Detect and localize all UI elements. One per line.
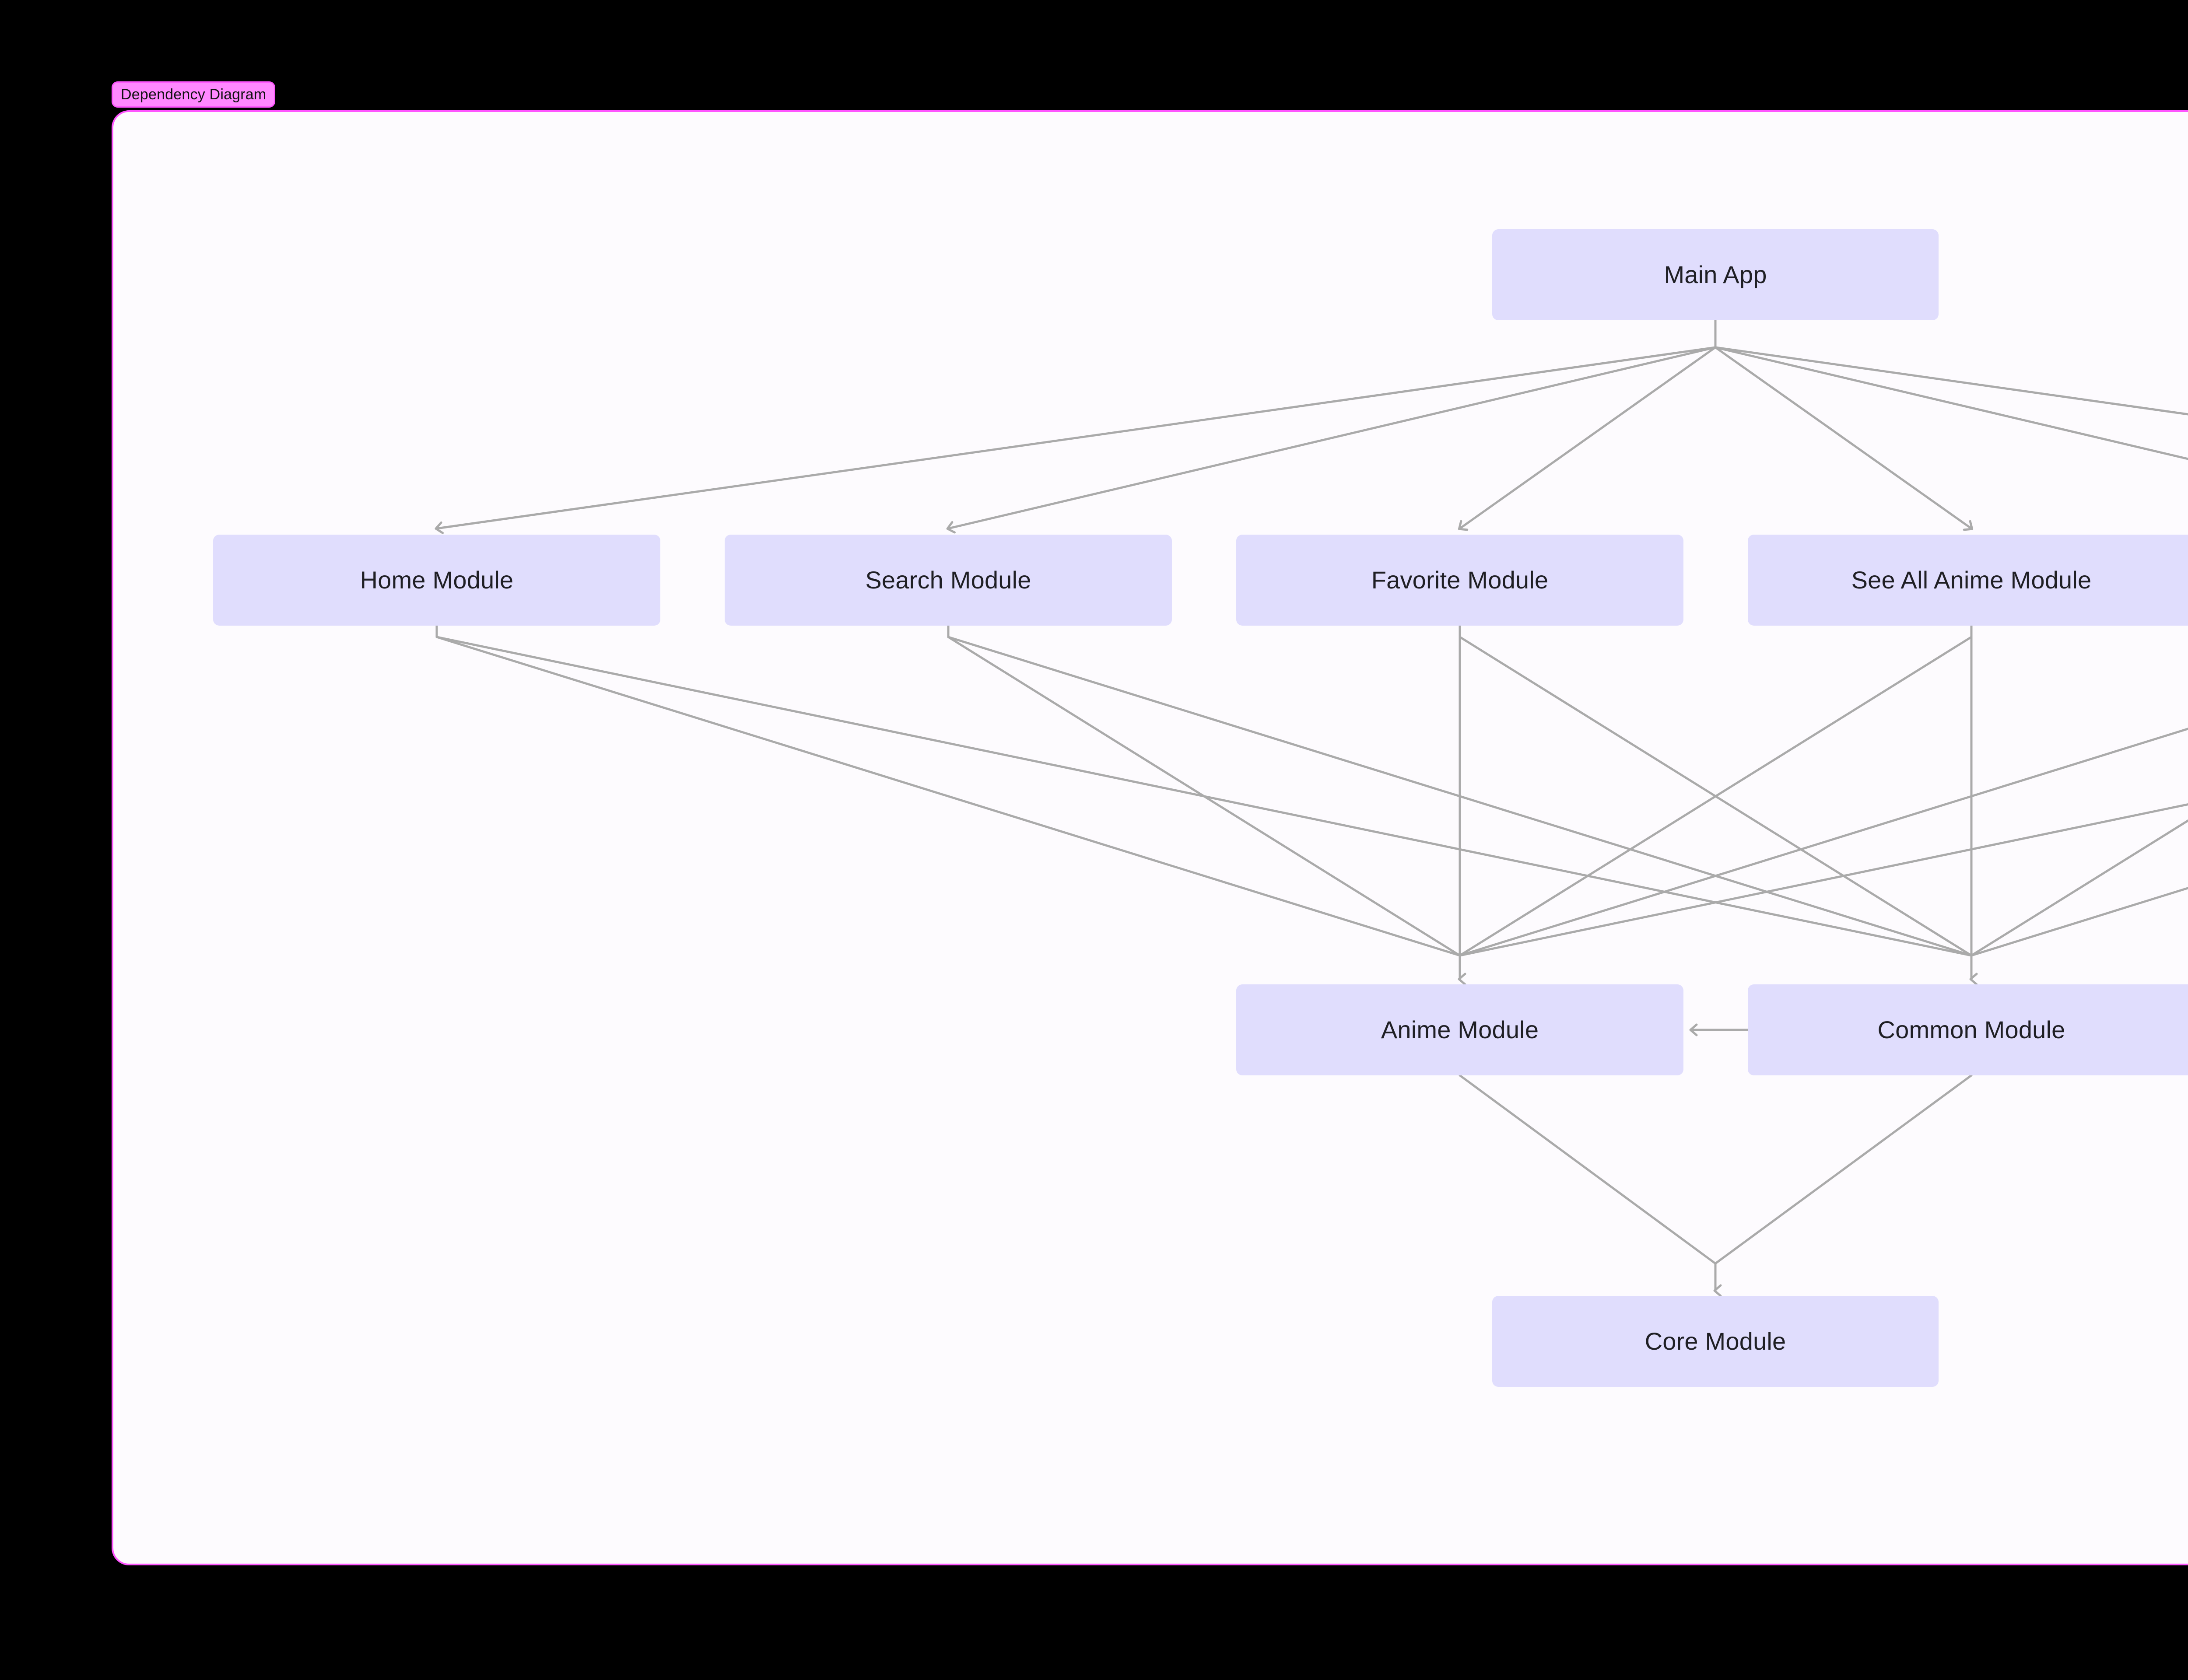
node-label-favorite: Favorite Module (1371, 567, 1549, 594)
node-core[interactable]: Core Module (1492, 1296, 1939, 1387)
diagram-title-badge: Dependency Diagram (112, 81, 275, 108)
node-label-main_app: Main App (1664, 261, 1767, 288)
node-label-see_all_anime: See All Anime Module (1851, 567, 2092, 594)
node-search[interactable]: Search Module (725, 535, 1172, 626)
node-common[interactable]: Common Module (1748, 984, 2188, 1075)
node-label-core: Core Module (1645, 1328, 1786, 1355)
node-main_app[interactable]: Main App (1492, 229, 1939, 320)
node-label-anime: Anime Module (1381, 1016, 1539, 1043)
node-label-common: Common Module (1878, 1016, 2065, 1043)
node-home[interactable]: Home Module (213, 535, 660, 626)
diagram-title-label: Dependency Diagram (121, 87, 266, 102)
node-favorite[interactable]: Favorite Module (1236, 535, 1683, 626)
node-anime[interactable]: Anime Module (1236, 984, 1683, 1075)
node-label-home: Home Module (360, 567, 514, 594)
node-label-search: Search Module (865, 567, 1031, 594)
node-see_all_anime[interactable]: See All Anime Module (1748, 535, 2188, 626)
